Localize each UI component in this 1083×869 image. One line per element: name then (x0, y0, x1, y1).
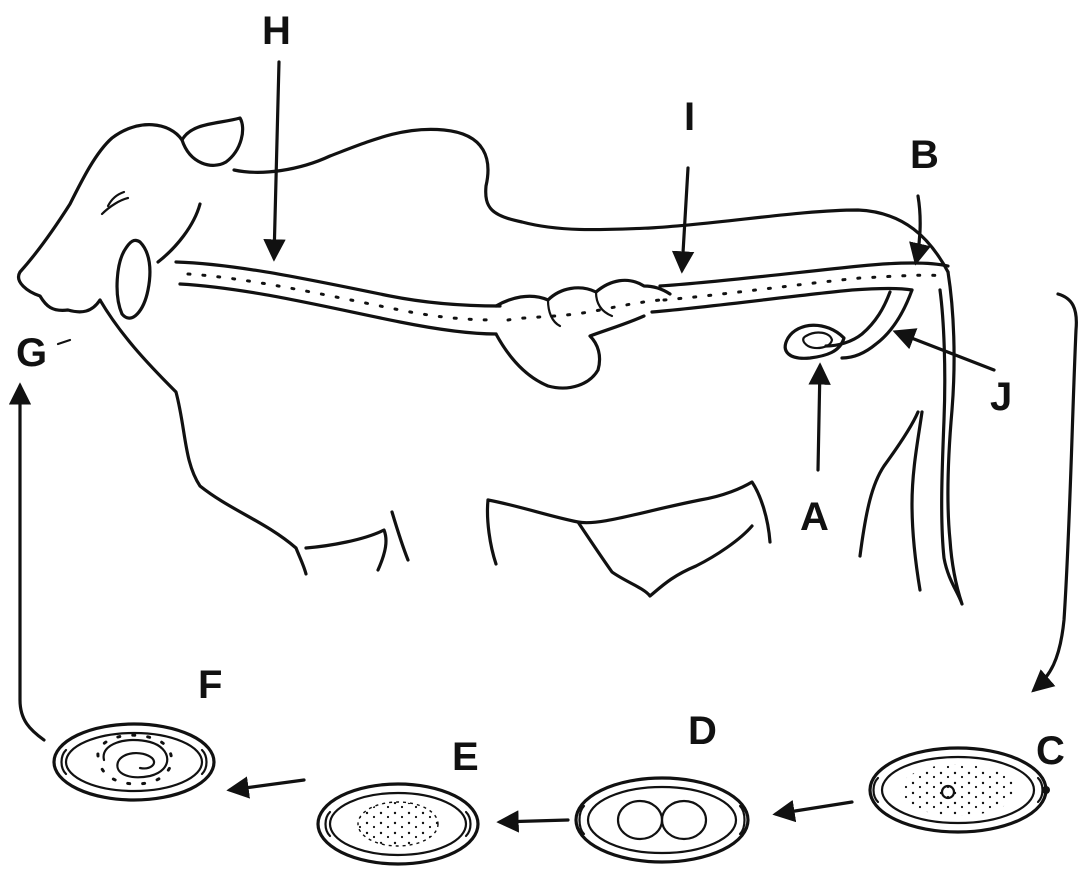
larva (104, 740, 168, 777)
label-i: I (684, 95, 695, 139)
egg-e (318, 784, 478, 864)
esophagus (176, 262, 500, 306)
digestive-tract (176, 262, 948, 388)
cow-back (234, 129, 948, 272)
egg-f (54, 724, 214, 800)
cow-ear (117, 240, 150, 318)
egg-c (870, 748, 1050, 832)
cow-eye (102, 198, 128, 214)
arrow-a (818, 366, 820, 470)
arrow-c-to-d (776, 802, 852, 814)
cow-dewlap (100, 300, 306, 574)
cow-udder (578, 522, 752, 596)
letter-labels: H I B G J A F E D C (16, 9, 1065, 779)
label-a: A (800, 495, 829, 539)
arrow-f-to-g (20, 386, 44, 740)
arrow-d-to-e (500, 820, 568, 822)
arrow-b (916, 196, 920, 262)
arrow-e-to-f (230, 780, 304, 790)
label-f: F (198, 663, 222, 707)
cow-horn (182, 118, 243, 165)
cow-hind-leg (860, 412, 918, 556)
label-b: B (910, 133, 939, 177)
cycle-arrows (20, 294, 1076, 822)
arrow-g (58, 340, 70, 344)
cow-belly (487, 500, 496, 564)
label-e: E (452, 735, 479, 779)
cow-jaw (158, 204, 200, 262)
cow-front-leg (306, 530, 386, 570)
cow-tail (940, 272, 962, 604)
gallbladder (785, 325, 844, 358)
bile-duct (826, 292, 890, 346)
arrow-h (274, 62, 279, 258)
label-g: G (16, 331, 47, 375)
arrow-i (682, 168, 688, 270)
egg-d (576, 778, 748, 862)
label-h: H (262, 9, 291, 53)
cow-head (19, 125, 182, 312)
label-c: C (1036, 729, 1065, 773)
label-d: D (688, 709, 717, 753)
arrow-to-c (1034, 294, 1076, 690)
label-j: J (990, 375, 1012, 419)
